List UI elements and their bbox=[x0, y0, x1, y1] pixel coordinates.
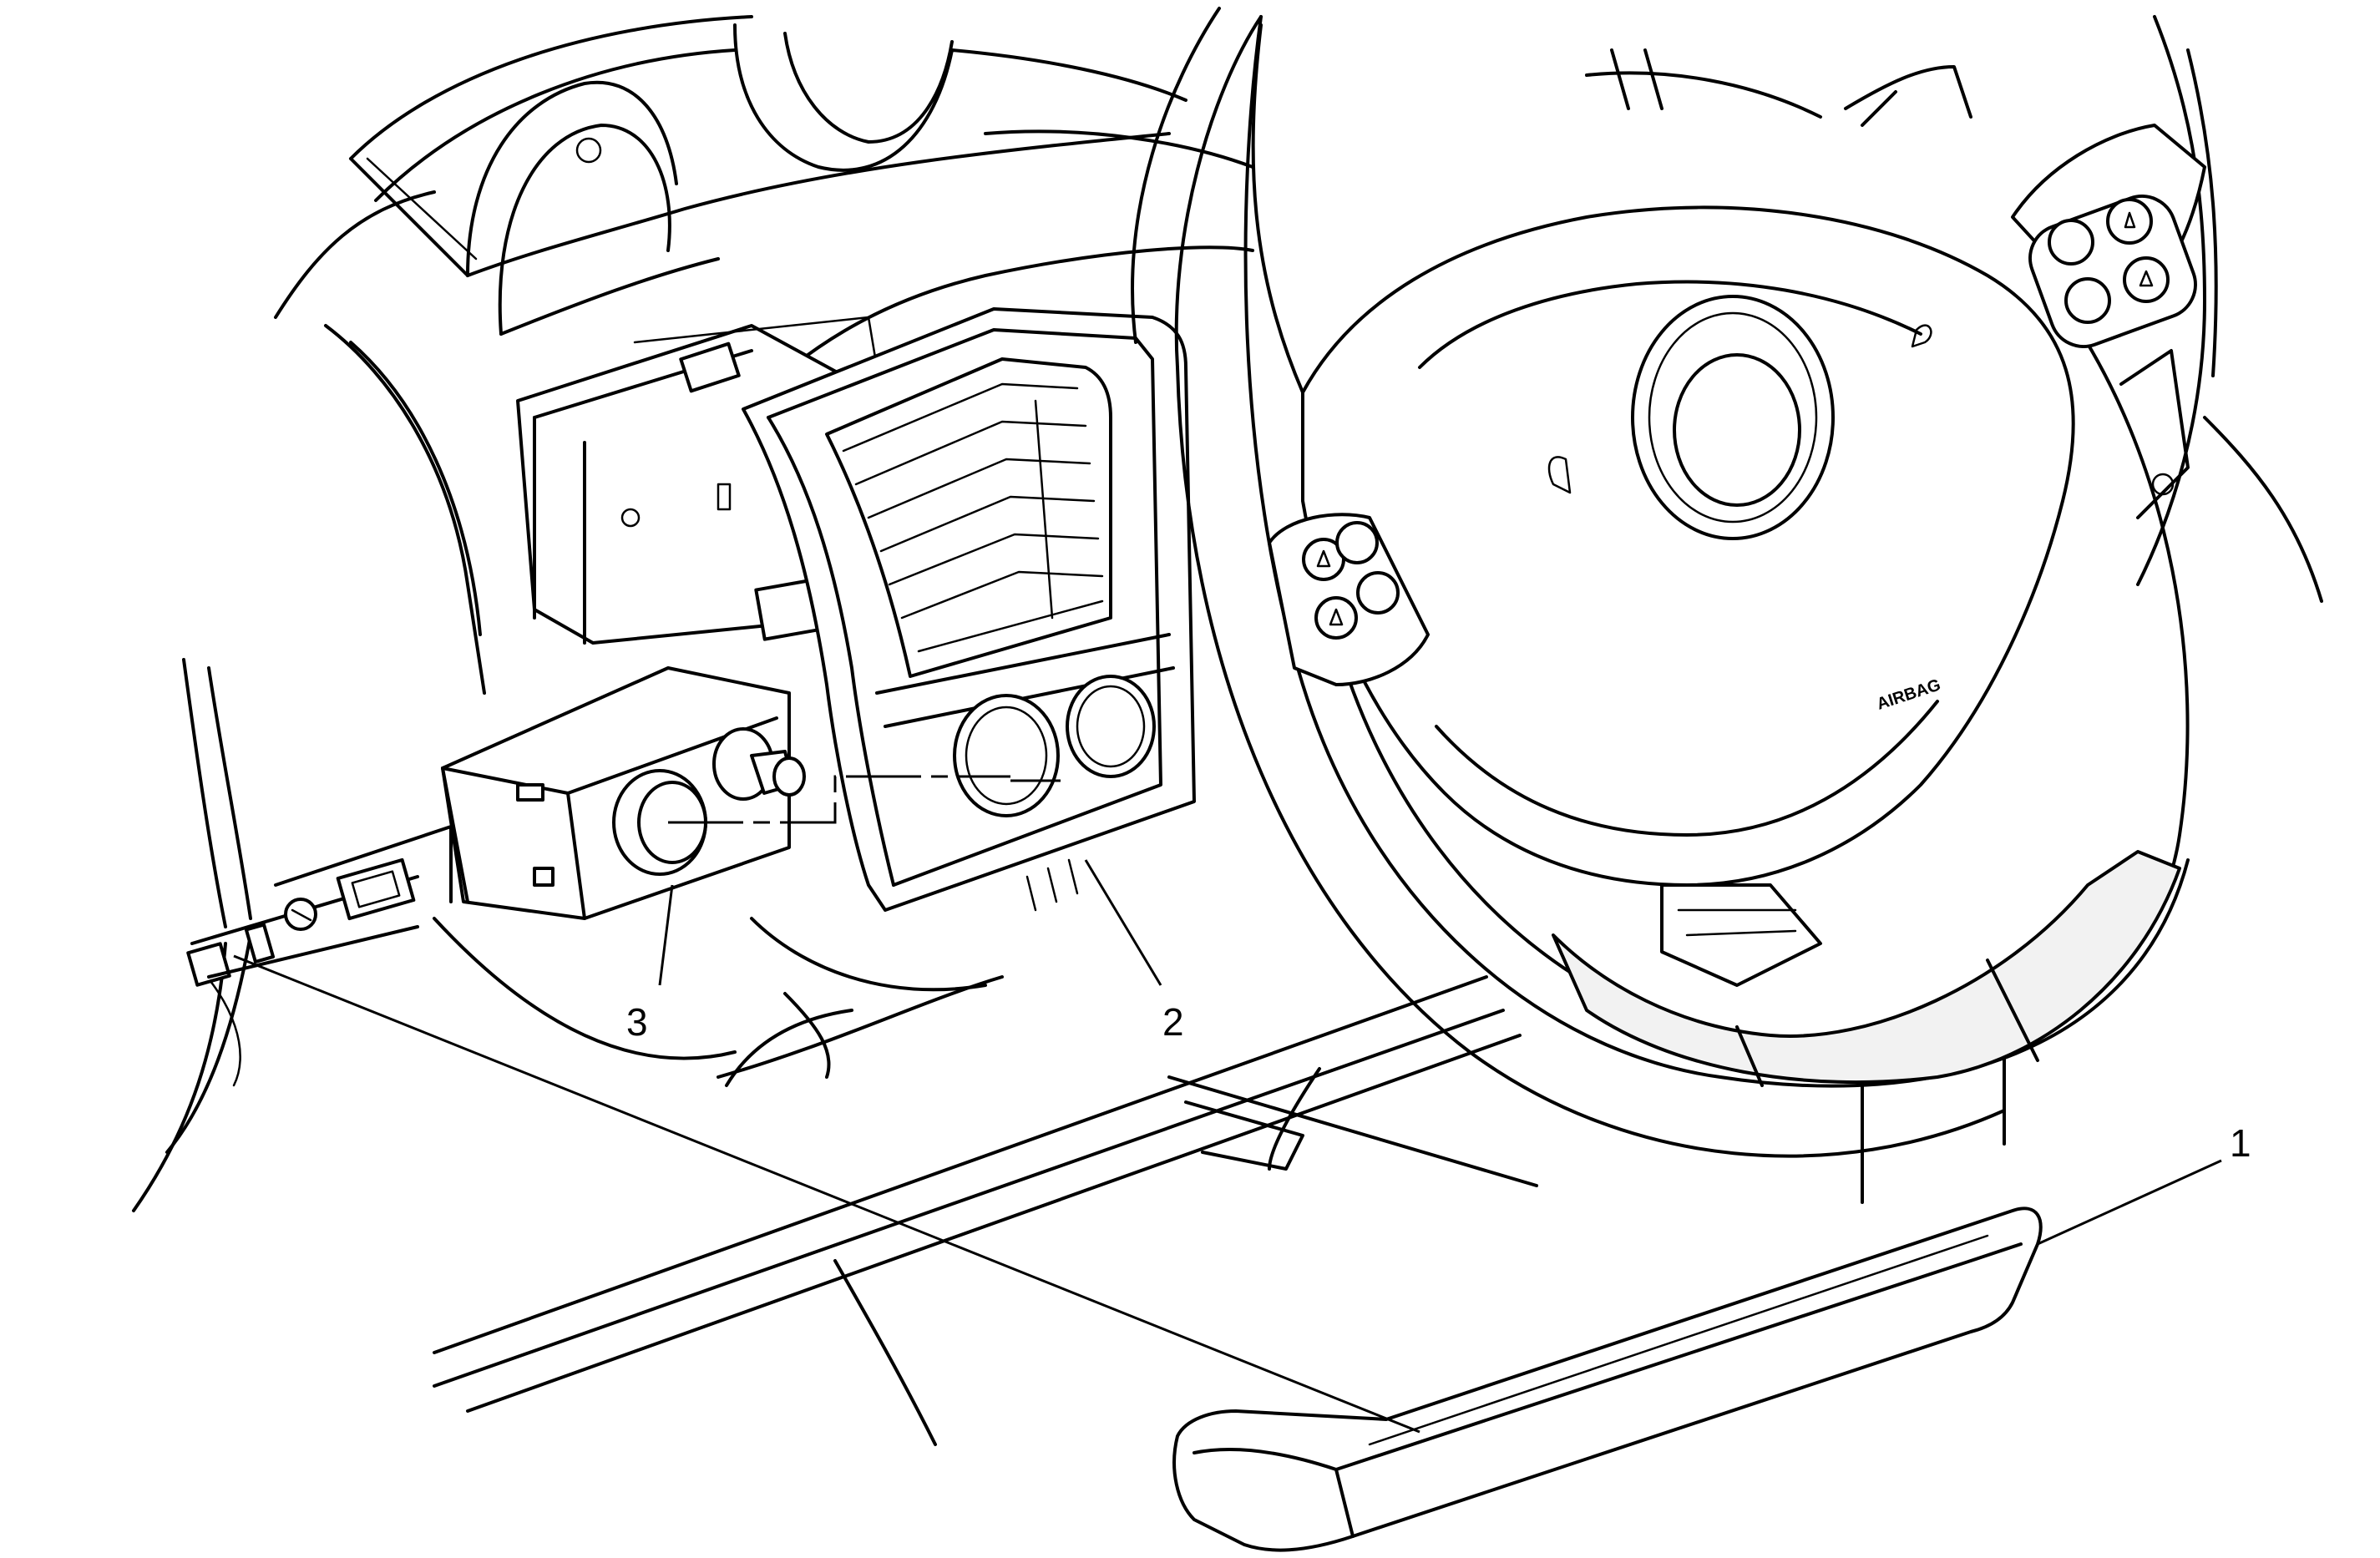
left-switch-panel bbox=[186, 825, 453, 987]
dashboard-outline bbox=[433, 15, 2323, 1087]
component-2-vent-bezel bbox=[742, 307, 1196, 912]
lower-trim bbox=[433, 975, 2006, 1446]
callout-labels: 1 2 3 bbox=[626, 1000, 2251, 1165]
left-pillar bbox=[132, 324, 486, 1212]
component-3-module bbox=[441, 666, 806, 920]
callout-1: 1 bbox=[2230, 1121, 2251, 1165]
component-1-trim-strip bbox=[1172, 1206, 2043, 1552]
leader-lines bbox=[233, 775, 2222, 1434]
steering-wheel: AIRBAG bbox=[1131, 7, 2206, 1158]
instrument-cluster bbox=[274, 15, 954, 336]
callout-2: 2 bbox=[1162, 1000, 1184, 1044]
callout-3: 3 bbox=[626, 1000, 648, 1044]
